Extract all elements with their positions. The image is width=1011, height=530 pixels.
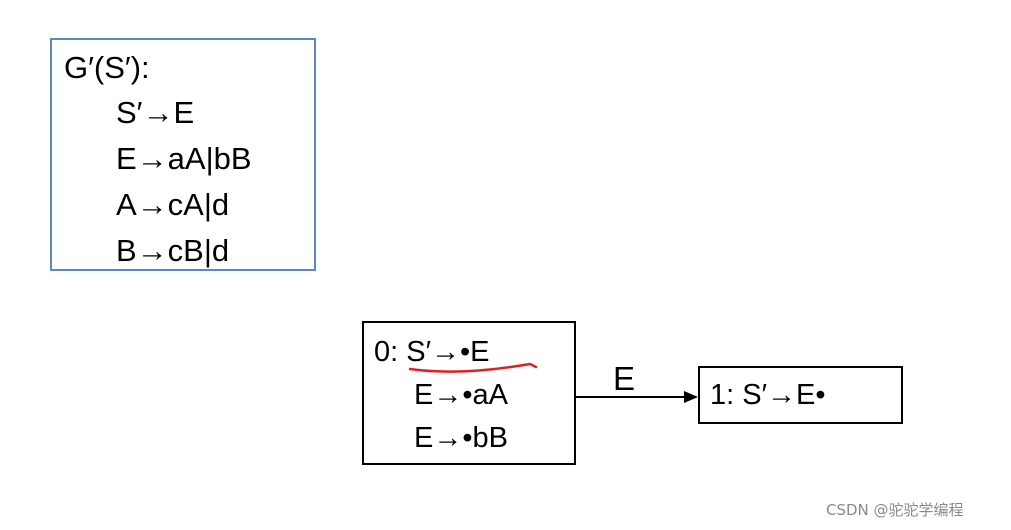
state-0-label: 0: S′→•E: [374, 335, 490, 369]
transition-arrowhead: [684, 391, 698, 403]
state-0-item-1: S′→•E: [406, 336, 490, 368]
grammar-title: G′(S′):: [64, 50, 150, 85]
state-0-box: 0: S′→•E E→•aA E→•bB: [362, 321, 576, 465]
state-0-prefix: 0:: [374, 336, 407, 368]
production-1: S′→E: [116, 95, 195, 130]
state-1-box: 1: S′→E•: [698, 366, 903, 424]
production-3: A→cA|d: [116, 187, 230, 222]
transition-label: E: [613, 360, 636, 397]
grammar-box: G′(S′): S′→E E→aA|bB A→cA|d B→cB|d: [50, 38, 316, 271]
production-2: E→aA|bB: [116, 141, 252, 176]
watermark: CSDN @驼驼学编程: [826, 501, 964, 519]
red-underline-annotation: [408, 362, 538, 373]
state-0-item-3: E→•bB: [414, 422, 508, 454]
production-4: B→cB|d: [116, 233, 230, 268]
state-0-item-2: E→•aA: [414, 379, 508, 411]
state-1-label: 1: S′→E•: [710, 379, 826, 411]
